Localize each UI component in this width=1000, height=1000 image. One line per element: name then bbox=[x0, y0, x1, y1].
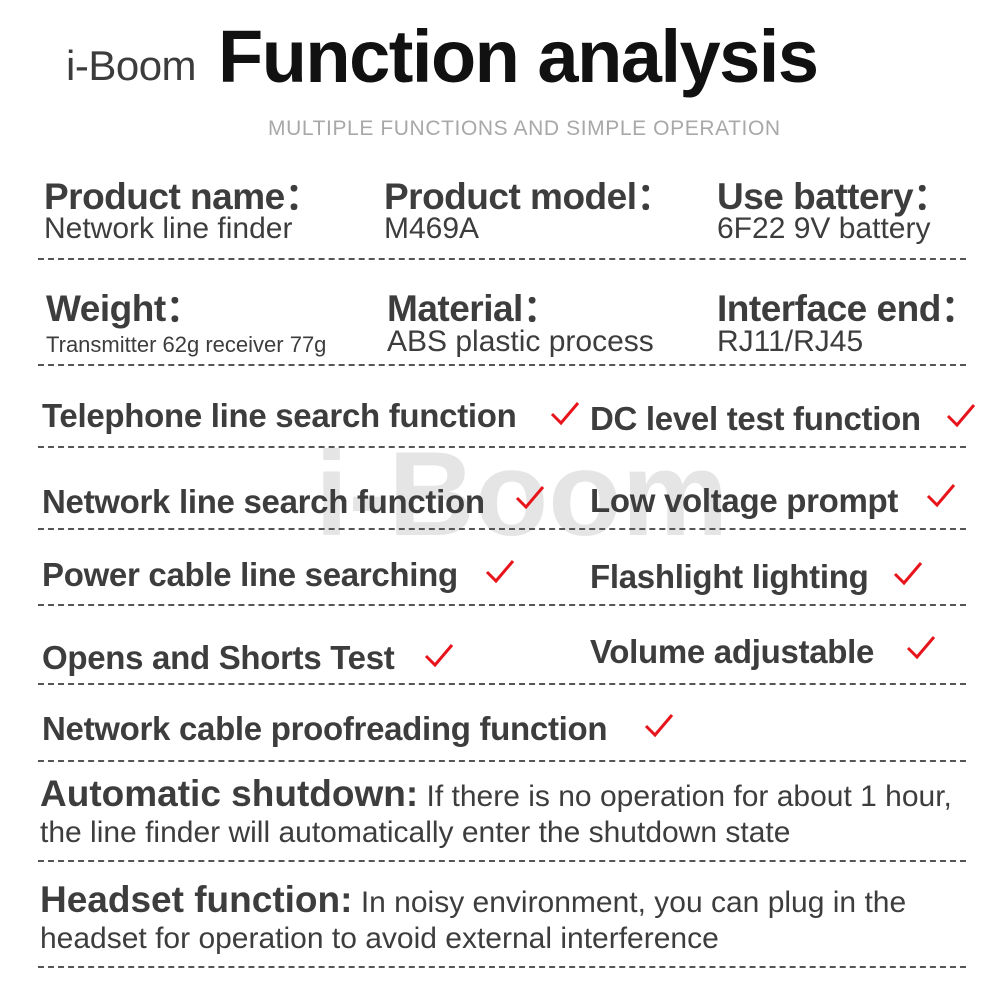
check-icon bbox=[644, 714, 674, 738]
divider bbox=[38, 860, 966, 862]
spec-label-product-name: Product name： bbox=[44, 176, 322, 217]
check-icon bbox=[906, 636, 936, 660]
note-heading-automatic-shutdown: Automatic shutdown: bbox=[40, 773, 419, 814]
spec-value-interface-end: RJ11/RJ45 bbox=[717, 325, 864, 358]
note-heading-headset-function: Headset function: bbox=[40, 879, 353, 920]
spec-label-weight: Weight： bbox=[46, 288, 203, 329]
divider bbox=[38, 760, 966, 762]
check-icon bbox=[515, 486, 545, 510]
spec-label-interface-end: Interface end： bbox=[717, 288, 978, 329]
check-icon bbox=[926, 484, 956, 508]
check-icon bbox=[550, 402, 580, 426]
spec-label-material: Material： bbox=[387, 288, 560, 329]
feature-low-voltage-prompt: Low voltage prompt bbox=[590, 482, 899, 519]
feature-telephone-line-search: Telephone line search function bbox=[42, 397, 517, 434]
feature-power-cable-searching: Power cable line searching bbox=[42, 556, 458, 593]
divider bbox=[38, 258, 966, 260]
note-text-automatic-shutdown: If there is no operation for about 1 hou… bbox=[40, 780, 952, 849]
spec-value-use-battery: 6F22 9V battery bbox=[717, 212, 931, 245]
check-icon bbox=[946, 404, 976, 428]
spec-value-material: ABS plastic process bbox=[387, 325, 654, 358]
divider bbox=[38, 364, 966, 366]
divider bbox=[38, 446, 966, 448]
divider bbox=[38, 528, 966, 530]
feature-dc-level-test: DC level test function bbox=[590, 400, 921, 437]
feature-opens-shorts-test: Opens and Shorts Test bbox=[42, 639, 395, 676]
spec-label-product-model: Product model： bbox=[384, 176, 674, 217]
spec-value-weight: Transmitter 62g receiver 77g bbox=[46, 332, 327, 357]
brand-name: i-Boom bbox=[66, 42, 197, 89]
divider bbox=[38, 604, 966, 606]
note-headset-function: Headset function: In noisy environment, … bbox=[40, 879, 970, 957]
feature-flashlight-lighting: Flashlight lighting bbox=[590, 558, 869, 595]
feature-volume-adjustable: Volume adjustable bbox=[590, 633, 875, 670]
spec-value-product-model: M469A bbox=[384, 212, 480, 245]
divider bbox=[38, 683, 966, 685]
check-icon bbox=[893, 562, 923, 586]
feature-network-line-search: Network line search function bbox=[42, 483, 485, 520]
brand-logo: i-Boom bbox=[30, 28, 220, 108]
spec-value-product-name: Network line finder bbox=[44, 212, 293, 245]
page-subtitle: MULTIPLE FUNCTIONS AND SIMPLE OPERATION bbox=[268, 117, 781, 140]
feature-network-cable-proofreading: Network cable proofreading function bbox=[42, 710, 608, 747]
spec-label-use-battery: Use battery： bbox=[717, 176, 950, 217]
divider bbox=[38, 966, 966, 968]
note-automatic-shutdown: Automatic shutdown: If there is no opera… bbox=[40, 773, 970, 851]
note-text-headset-function: In noisy environment, you can plug in th… bbox=[40, 886, 907, 955]
check-icon bbox=[485, 560, 515, 584]
page-title: Function analysis bbox=[218, 15, 819, 98]
check-icon bbox=[424, 644, 454, 668]
